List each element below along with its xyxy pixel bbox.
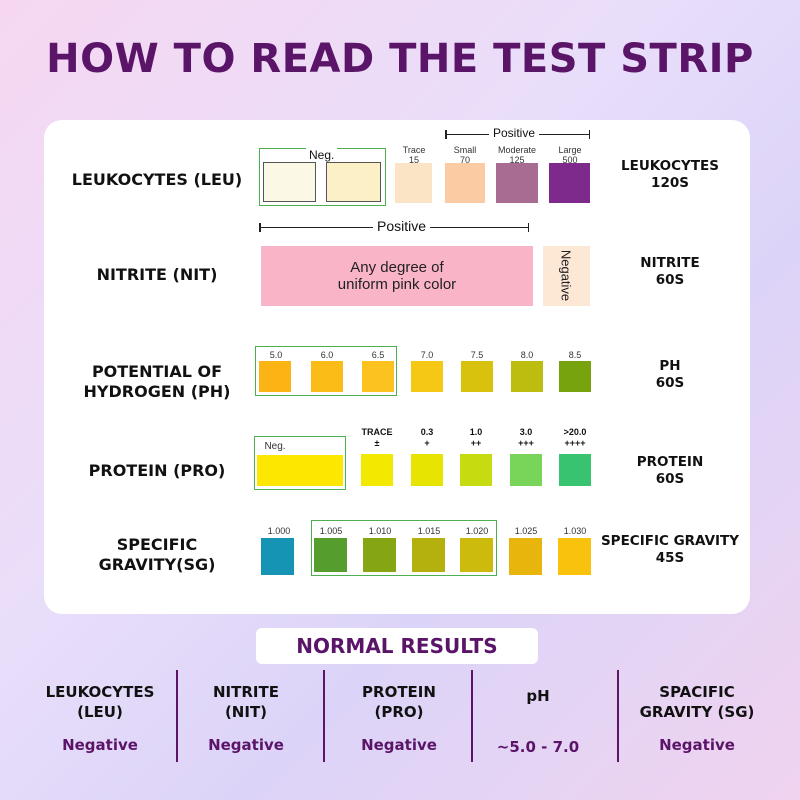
ph-normal-box [255,346,397,396]
normal-col-pro-name: PROTEIN (PRO) [362,683,436,721]
sg-swatch-6 [509,538,542,575]
normal-col-nit-name: NITRITE (NIT) [213,683,279,721]
nit-label: NITRITE (NIT) [96,265,218,284]
sg-time: SPECIFIC GRAVITY 45S [600,533,740,566]
pro-caption-trace: TRACE ± [361,427,393,448]
normal-col-leu-name: LEUKOCYTES (LEU) [45,683,155,721]
divider [471,670,473,762]
normal-col-pro-value: Negative [361,736,437,754]
pro-swatch-2 [460,454,492,486]
leu-swatch-neg-1 [263,162,316,202]
sg-caption-5: 1.020 [465,526,489,536]
pro-time: PROTEIN 60S [636,454,704,487]
sg-caption-2: 1.005 [319,526,343,536]
leu-swatch-moderate [496,163,538,203]
ph-swatch-3 [362,361,394,392]
pro-label: PROTEIN (PRO) [88,461,226,480]
nit-pink-swatch: Any degree of uniform pink color [261,246,533,306]
leu-caption-small: Small 70 [453,145,477,165]
leu-swatch-neg-2 [326,162,381,202]
normal-col-ph: pH ~5.0 - 7.0 [476,682,600,784]
pro-swatch-4 [559,454,591,486]
leu-swatch-large [549,163,590,203]
leu-label: LEUKOCYTES (LEU) [71,170,243,189]
normal-col-nit-value: Negative [208,736,284,754]
nit-positive-label: Positive [373,218,431,234]
ph-caption-4: 7.0 [420,350,434,360]
leu-caption-large: Large 500 [558,145,582,165]
sg-caption-4: 1.015 [417,526,441,536]
normal-col-leu: LEUKOCYTES (LEU) Negative [30,682,170,784]
pro-neg-box [254,436,346,490]
sg-swatch-2 [314,538,347,572]
leu-swatch-small [445,163,485,203]
pro-caption-1: 0.3 + [420,427,434,448]
leu-swatch-trace [395,163,432,203]
sg-label: SPECIFIC GRAVITY(SG) [98,535,216,574]
chart-card: LEUKOCYTES (LEU) Neg. Positive Trace 15 … [44,120,750,614]
leu-positive-label: Positive [489,126,540,140]
ph-caption-1: 5.0 [269,350,283,360]
leu-time: LEUKOCYTES 120S [621,158,719,191]
ph-caption-2: 6.0 [320,350,334,360]
page-title: HOW TO READ THE TEST STRIP [46,36,754,82]
ph-swatch-4 [411,361,443,392]
pro-neg-label: Neg. [264,441,286,452]
pro-swatch-neg [257,455,343,486]
nit-time: NITRITE 60S [640,255,700,288]
sg-swatch-5 [460,538,493,572]
sg-caption-3: 1.010 [368,526,392,536]
sg-swatch-1 [261,538,294,575]
ph-caption-7: 8.5 [568,350,582,360]
normal-results-heading: NORMAL RESULTS [256,628,538,664]
ph-label: POTENTIAL OF HYDROGEN (PH) [83,362,231,401]
normal-col-ph-value: ~5.0 - 7.0 [496,738,580,756]
ph-swatch-6 [511,361,543,392]
pro-swatch-3 [510,454,542,486]
ph-caption-6: 8.0 [520,350,534,360]
leu-caption-moderate: Moderate 125 [497,145,537,165]
ph-swatch-1 [259,361,291,392]
sg-caption-1: 1.000 [267,526,291,536]
ph-swatch-5 [461,361,493,392]
nit-pink-text: Any degree of uniform pink color [337,259,457,293]
leu-neg-label: Neg. [306,148,338,162]
sg-swatch-3 [363,538,396,572]
normal-col-ph-name: pH [526,687,550,705]
divider [323,670,325,762]
pro-caption-2: 1.0 ++ [469,427,483,448]
sg-swatch-4 [412,538,445,572]
pro-swatch-trace [361,454,393,486]
sg-caption-6: 1.025 [514,526,538,536]
normal-col-pro: PROTEIN (PRO) Negative [332,682,466,784]
leu-caption-trace: Trace 15 [402,145,426,165]
divider [176,670,178,762]
normal-col-sg-value: Negative [659,736,735,754]
ph-caption-5: 7.5 [470,350,484,360]
ph-caption-3: 6.5 [371,350,385,360]
normal-col-nit: NITRITE (NIT) Negative [182,682,310,784]
pro-caption-4: >20.0 ++++ [563,427,587,448]
normal-col-sg: SPACIFIC GRAVITY (SG) Negative [624,682,770,784]
nit-negative-text: Negative [558,249,574,302]
divider [617,670,619,762]
ph-swatch-7 [559,361,591,392]
pro-swatch-1 [411,454,443,486]
nit-negative-swatch: Negative [543,246,590,306]
pro-caption-3: 3.0 +++ [518,427,534,448]
sg-normal-box [311,520,497,576]
sg-swatch-7 [558,538,591,575]
normal-col-leu-value: Negative [62,736,138,754]
ph-swatch-2 [311,361,343,392]
ph-time: PH 60S [655,358,685,391]
sg-caption-7: 1.030 [563,526,587,536]
normal-col-sg-name: SPACIFIC GRAVITY (SG) [639,683,755,721]
